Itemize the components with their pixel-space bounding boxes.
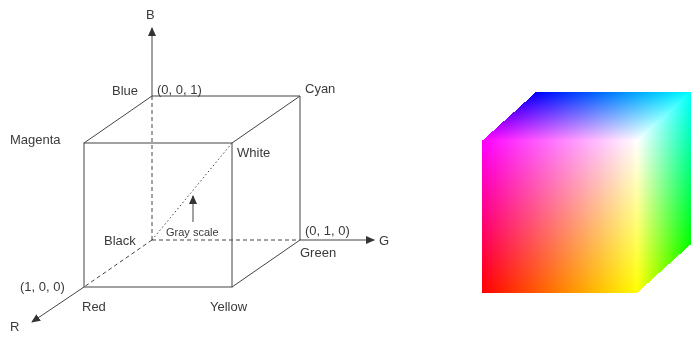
axis-name: B bbox=[146, 8, 155, 21]
vertex-name: White bbox=[237, 146, 270, 159]
coordinate: (0, 1, 0) bbox=[305, 224, 350, 237]
vertex-name: Cyan bbox=[305, 82, 335, 95]
vertex-name: Blue bbox=[112, 84, 138, 97]
axis-name: G bbox=[379, 234, 389, 247]
coordinate: (0, 0, 1) bbox=[157, 83, 202, 96]
vertex-name: Red bbox=[82, 300, 106, 313]
vertex-name: Magenta bbox=[10, 133, 61, 146]
vertex-name: Yellow bbox=[210, 300, 247, 313]
gray-scale-label: Gray scale bbox=[164, 226, 221, 239]
vertex-name: Green bbox=[300, 246, 336, 259]
axis-name: R bbox=[10, 320, 19, 333]
coordinate: (1, 0, 0) bbox=[20, 280, 65, 293]
vertex-name: Black bbox=[104, 234, 136, 247]
